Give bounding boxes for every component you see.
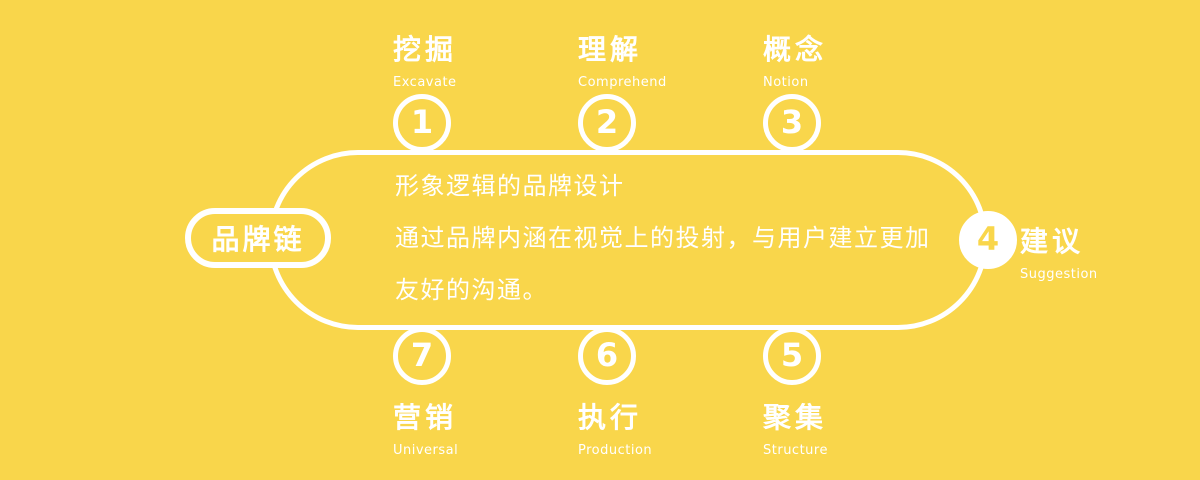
step-node-5: 5 [763, 327, 821, 385]
step-node-6: 6 [578, 327, 636, 385]
step-label-structure: 聚集 Structure [763, 396, 828, 458]
step-node-1: 1 [393, 94, 451, 152]
step-number-7: 7 [410, 336, 434, 374]
step-title-en-comprehend: Comprehend [578, 75, 667, 90]
step-title-zh-comprehend: 理解 [578, 33, 643, 66]
brand-chain-pill: 品牌链 [185, 208, 331, 268]
step-label-suggestion: 建议 Suggestion [1020, 220, 1098, 282]
step-title-en-production: Production [578, 443, 653, 458]
description-line-2: 通过品牌内涵在视觉上的投射，与用户建立更加 [395, 224, 931, 252]
description-line-1: 形象逻辑的品牌设计 [395, 172, 625, 200]
step-title-zh-production: 执行 [578, 401, 643, 434]
step-node-2: 2 [578, 94, 636, 152]
step-title-en-structure: Structure [763, 443, 828, 458]
step-label-notion: 概念 Notion [763, 28, 827, 90]
step-title-zh-notion: 概念 [763, 33, 828, 66]
step-title-en-suggestion: Suggestion [1020, 267, 1098, 282]
step-title-en-universal: Universal [393, 443, 459, 458]
brand-chain-label: 品牌链 [211, 223, 305, 256]
step-title-zh-suggestion: 建议 [1020, 225, 1085, 258]
step-node-7: 7 [393, 327, 451, 385]
step-number-3: 3 [780, 103, 804, 141]
description-text: 形象逻辑的品牌设计 通过品牌内涵在视觉上的投射，与用户建立更加 友好的沟通。 [395, 160, 931, 316]
step-title-zh-excavate: 挖掘 [393, 33, 458, 66]
step-label-excavate: 挖掘 Excavate [393, 28, 457, 90]
step-number-2: 2 [595, 103, 619, 141]
step-title-en-excavate: Excavate [393, 75, 457, 90]
step-title-zh-structure: 聚集 [763, 401, 828, 434]
step-label-production: 执行 Production [578, 396, 652, 458]
step-node-4: 4 [959, 211, 1017, 269]
step-number-6: 6 [595, 336, 619, 374]
step-number-1: 1 [410, 103, 434, 141]
step-number-5: 5 [780, 336, 804, 374]
step-node-3: 3 [763, 94, 821, 152]
step-title-en-notion: Notion [763, 75, 809, 90]
step-label-comprehend: 理解 Comprehend [578, 28, 667, 90]
description-line-3: 友好的沟通。 [395, 276, 548, 304]
step-label-universal: 营销 Universal [393, 396, 458, 458]
step-number-4: 4 [976, 220, 1000, 258]
step-title-zh-universal: 营销 [393, 401, 458, 434]
